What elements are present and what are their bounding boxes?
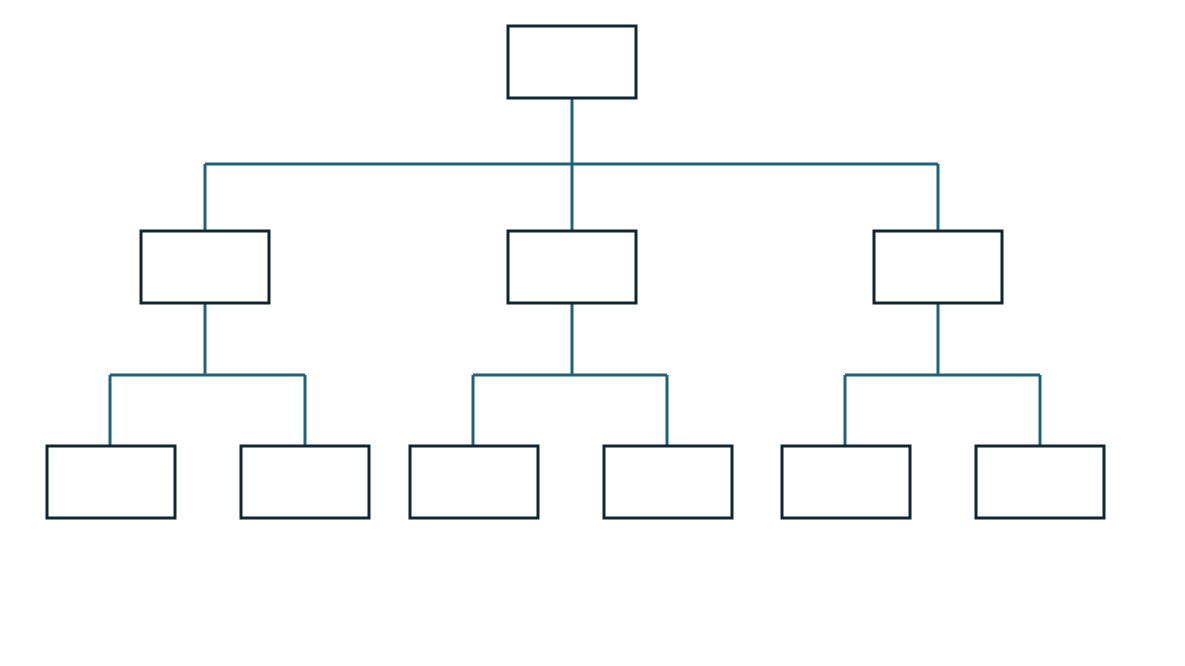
connectors-level-1 — [203, 98, 940, 231]
connectors-middle-branch — [471, 303, 669, 446]
node-middle — [506, 229, 638, 305]
connectors-left-branch — [108, 303, 307, 446]
node-middle-child-2 — [602, 444, 734, 520]
node-right-child-1 — [780, 444, 912, 520]
node-root — [506, 24, 638, 100]
node-right-child-2 — [974, 444, 1106, 520]
node-middle-child-1 — [408, 444, 540, 520]
node-right — [872, 229, 1004, 305]
node-left-child-1 — [45, 444, 177, 520]
node-left-child-2 — [239, 444, 371, 520]
node-left — [139, 229, 271, 305]
connectors-right-branch — [843, 303, 1042, 446]
